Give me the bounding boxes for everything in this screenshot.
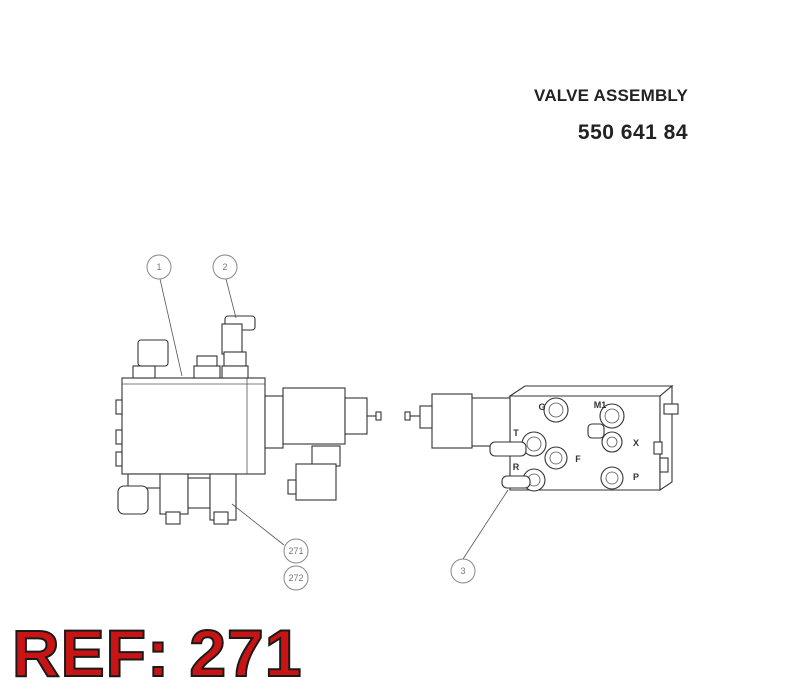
leader-lines xyxy=(159,278,509,560)
callout-2: 2 xyxy=(212,254,238,280)
callout-1: 1 xyxy=(146,254,172,280)
right-valve-block: G M1 T X R F P xyxy=(404,384,679,492)
part-number: 550 641 84 xyxy=(577,121,688,144)
callout-272: 272 xyxy=(283,565,309,591)
callout-271: 271 xyxy=(283,538,309,564)
left-valve-block xyxy=(115,315,382,525)
port-label-t: T xyxy=(513,428,519,438)
callout-3-label: 3 xyxy=(460,566,465,576)
callout-2-label: 2 xyxy=(222,262,227,272)
assembly-title: VALVE ASSEMBLY xyxy=(534,86,688,105)
reference-label: REF: 271 xyxy=(11,616,303,690)
port-label-f: F xyxy=(575,454,581,464)
port-label-p: P xyxy=(633,472,639,482)
callout-3: 3 xyxy=(450,558,476,584)
callout-272-label: 272 xyxy=(288,573,303,583)
port-label-m1: M1 xyxy=(594,400,607,410)
port-label-x: X xyxy=(633,438,639,448)
callout-271-label: 271 xyxy=(288,546,303,556)
port-label-g: G xyxy=(538,402,545,412)
port-label-r: R xyxy=(513,462,520,472)
callout-1-label: 1 xyxy=(156,262,161,272)
